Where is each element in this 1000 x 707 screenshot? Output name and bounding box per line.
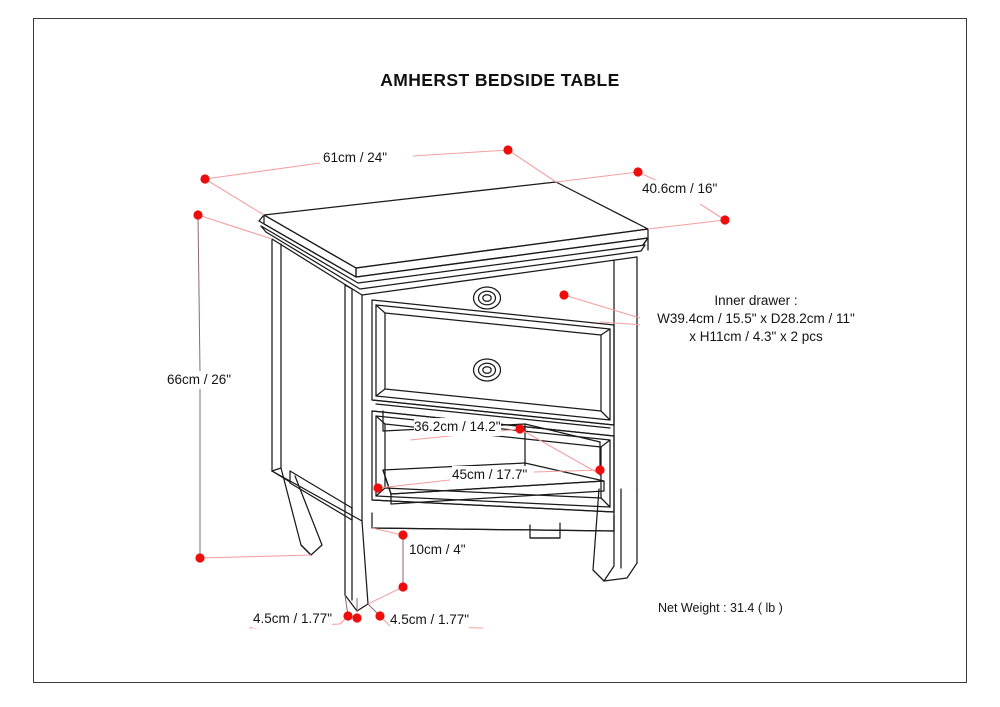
- dot-height-top: [193, 210, 203, 220]
- dimension-label-leg-width-right: 4.5cm / 1.77": [390, 611, 470, 629]
- drawer-knob-lower: [472, 358, 502, 382]
- leader-width-to-corner: [507, 149, 557, 183]
- table-top: [258, 181, 649, 296]
- dot-inner-drawer: [559, 290, 569, 300]
- inner-drawer-line-2: W39.4cm / 15.5" x D28.2cm / 11": [657, 310, 855, 326]
- dot-depth-front: [720, 215, 730, 225]
- dimension-label-leg-width-left: 4.5cm / 1.77": [253, 610, 333, 628]
- drawer-knob-upper: [472, 286, 502, 310]
- leader-height-upper: [197, 214, 201, 373]
- leader-shelf-width-right: [533, 469, 601, 473]
- annotation-net-weight: Net Weight : 31.4 ( lb ): [658, 601, 783, 615]
- dot-shelf-depth-back: [515, 424, 525, 434]
- dot-shelf-depth-front: [595, 465, 605, 475]
- dot-clearance-top: [398, 530, 408, 540]
- inner-drawer-line-3: x H11cm / 4.3" x 2 pcs: [689, 328, 823, 344]
- leader-width-corner-left: [204, 178, 265, 216]
- leader-width-right: [412, 149, 509, 157]
- leader-inner-drawer-upper: [563, 294, 641, 319]
- page-title: AMHERST BEDSIDE TABLE: [380, 70, 620, 90]
- leader-height-bottom-tie: [199, 554, 312, 559]
- annotation-inner-drawer: Inner drawer : W39.4cm / 15.5" x D28.2cm…: [640, 292, 872, 346]
- dot-height-bottom: [195, 553, 205, 563]
- dot-legwidth-right: [375, 611, 385, 621]
- leader-clearance-to-foot: [367, 586, 404, 605]
- dimension-label-shelf-inner-depth: 36.2cm / 14.2": [414, 418, 501, 436]
- leader-width-left: [204, 162, 321, 180]
- legs: [271, 467, 638, 612]
- dot-legwidth-left: [343, 611, 353, 621]
- dot-depth-back: [633, 167, 643, 177]
- dimension-label-depth: 40.6cm / 16": [642, 180, 718, 198]
- dot-clearance-bottom: [398, 582, 408, 592]
- dimension-label-shelf-width: 45cm / 17.7": [452, 466, 528, 484]
- leader-shelf-width-left: [377, 479, 451, 489]
- leader-clearance-to-rail: [371, 527, 404, 536]
- bedside-table-line-art: [258, 181, 649, 612]
- dot-width-left: [200, 174, 210, 184]
- dot-width-right: [503, 145, 513, 155]
- leader-depth-lower: [699, 203, 726, 221]
- leader-depth-to-back-corner: [555, 171, 639, 183]
- leader-shelf-depth-right: [519, 428, 597, 473]
- dimension-leader-lines: [197, 149, 861, 629]
- inner-drawer-line-1: Inner drawer :: [714, 293, 798, 308]
- dimension-point-markers: [193, 145, 730, 623]
- dot-shelf-width-left: [373, 483, 383, 493]
- dimension-label-leg-clearance: 10cm / 4": [409, 541, 466, 559]
- dimension-label-height: 66cm / 26": [167, 371, 232, 389]
- leader-height-top-tie: [197, 214, 273, 240]
- dimension-label-width: 61cm / 24": [323, 149, 388, 167]
- leader-depth-to-corner: [647, 219, 726, 230]
- dot-legwidth-center: [352, 613, 362, 623]
